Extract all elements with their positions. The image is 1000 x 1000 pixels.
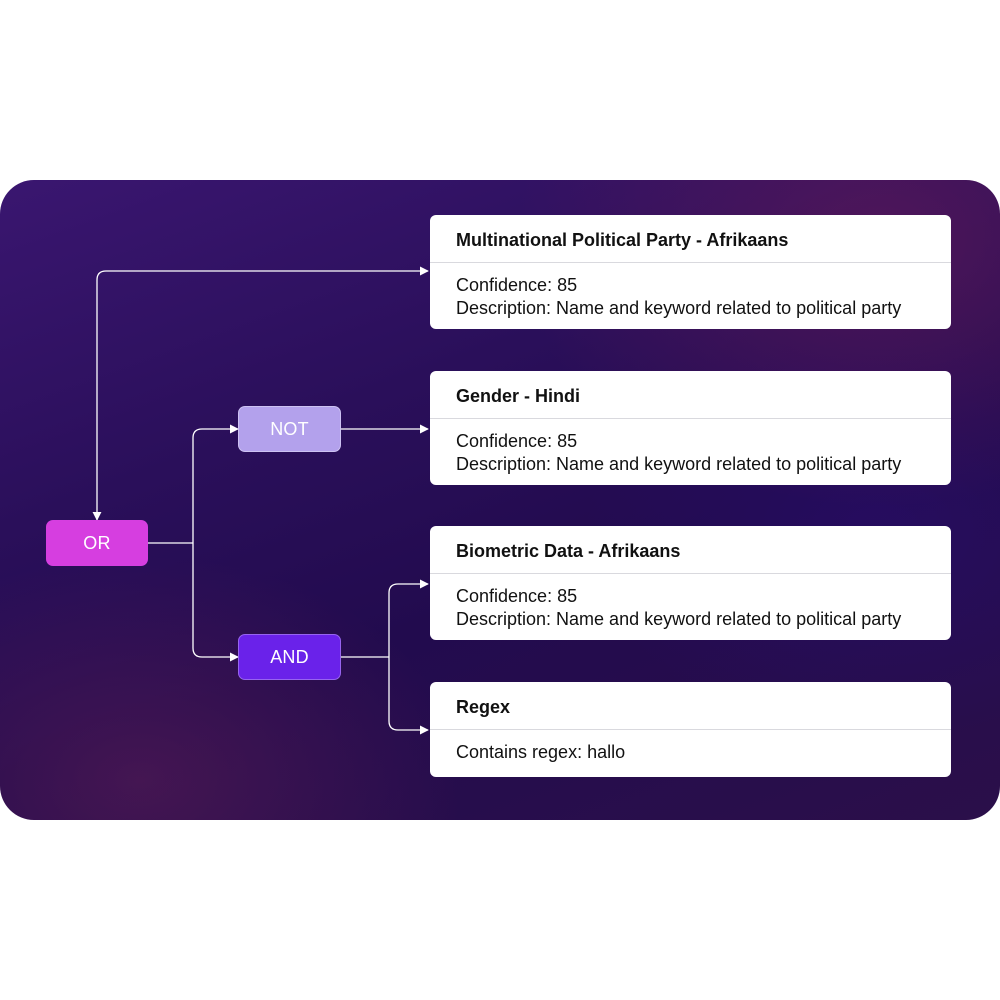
card-title: Multinational Political Party - Afrikaan… <box>430 215 951 263</box>
description-text: Description: Name and keyword related to… <box>456 454 902 474</box>
rule-diagram-panel: OR NOT AND Multinational Political Party… <box>0 180 1000 820</box>
card-body: Contains regex: hallo <box>430 730 951 764</box>
condition-card-political-party[interactable]: Multinational Political Party - Afrikaan… <box>430 215 951 329</box>
card-body: Confidence: 85 Description: Name and key… <box>430 419 951 476</box>
confidence-text: Confidence: 85 <box>456 275 578 295</box>
not-operator-label: NOT <box>270 418 309 439</box>
card-title: Biometric Data - Afrikaans <box>430 526 951 574</box>
not-operator-node[interactable]: NOT <box>238 406 341 452</box>
and-operator-label: AND <box>270 646 309 667</box>
card-body: Confidence: 85 Description: Name and key… <box>430 574 951 631</box>
connector-lines <box>92 266 429 735</box>
condition-card-gender[interactable]: Gender - Hindi Confidence: 85 Descriptio… <box>430 371 951 485</box>
description-text: Description: Name and keyword related to… <box>456 609 902 629</box>
connector-or-to-and <box>192 543 239 662</box>
connector-or-to-card-1 <box>92 266 429 521</box>
or-operator-node[interactable]: OR <box>46 520 148 566</box>
card-title: Gender - Hindi <box>430 371 951 419</box>
condition-card-regex[interactable]: Regex Contains regex: hallo <box>430 682 951 777</box>
card-body: Confidence: 85 Description: Name and key… <box>430 263 951 320</box>
regex-text: Contains regex: hallo <box>456 742 626 762</box>
connector-and-to-card-4 <box>388 657 429 735</box>
connector-or-to-not <box>192 424 239 543</box>
confidence-text: Confidence: 85 <box>456 586 578 606</box>
card-title: Regex <box>430 682 951 730</box>
connector-and-to-card-3 <box>388 579 429 657</box>
description-text: Description: Name and keyword related to… <box>456 298 902 318</box>
and-operator-node[interactable]: AND <box>238 634 341 680</box>
condition-card-biometric[interactable]: Biometric Data - Afrikaans Confidence: 8… <box>430 526 951 640</box>
or-operator-label: OR <box>83 532 111 553</box>
confidence-text: Confidence: 85 <box>456 431 578 451</box>
